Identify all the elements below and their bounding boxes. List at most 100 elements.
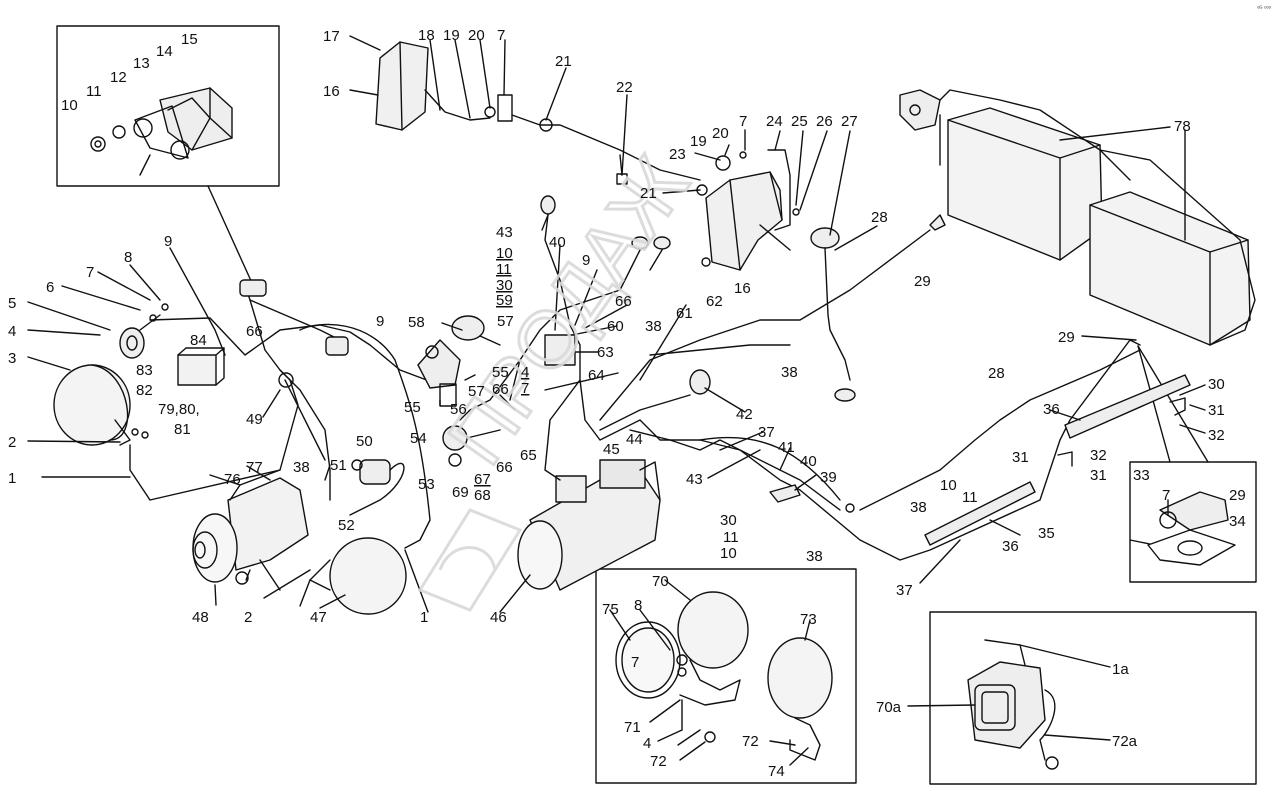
label-9: 9 (376, 313, 384, 330)
label-7: 7 (631, 654, 639, 671)
label-8: 8 (124, 249, 132, 266)
relay-block (177, 347, 225, 386)
connectors-9 (540, 195, 671, 250)
worklight-70 (615, 591, 749, 743)
label-43: 43 (496, 224, 513, 241)
label-21: 21 (555, 53, 572, 70)
label-40: 40 (549, 234, 566, 251)
label-2: 2 (244, 609, 252, 626)
label-57: 57 (468, 383, 485, 400)
label-55: 55 (492, 364, 509, 381)
label-46: 46 (490, 609, 507, 626)
label-9: 9 (582, 252, 590, 269)
label-83: 83 (136, 362, 153, 379)
label-9: 9 (164, 233, 172, 250)
sensor-40-60 (544, 334, 576, 366)
label-44: 44 (626, 431, 643, 448)
label-11: 11 (962, 489, 978, 506)
bracket-24 (767, 149, 791, 231)
label-11: 11 (496, 261, 512, 278)
label-10: 10 (61, 97, 78, 114)
label-20: 20 (712, 125, 729, 142)
label-31: 31 (1208, 402, 1225, 419)
label-10: 10 (940, 477, 957, 494)
battery-2 (1089, 191, 1251, 346)
label-29: 29 (1229, 487, 1246, 504)
relay-45 (555, 475, 587, 503)
label-36: 36 (1002, 538, 1019, 555)
label-56: 56 (450, 401, 467, 418)
label-66: 66 (615, 293, 632, 310)
fuel-sensor (810, 227, 856, 402)
label-7: 7 (521, 380, 529, 397)
label-54: 54 (410, 430, 427, 447)
label-64: 64 (588, 367, 605, 384)
label-7: 7 (1162, 487, 1170, 504)
label-19: 19 (690, 133, 707, 150)
headlight-left (53, 364, 149, 446)
label-4: 4 (8, 323, 16, 340)
label-35: 35 (1038, 525, 1055, 542)
label-57: 57 (497, 313, 514, 330)
label-7: 7 (86, 264, 94, 281)
label-71: 71 (624, 719, 641, 736)
generator (192, 469, 309, 591)
worklight-73 (767, 637, 833, 761)
label-38: 38 (293, 459, 310, 476)
rear-light-16 (696, 171, 791, 271)
starter (517, 459, 661, 591)
label-34: 34 (1229, 513, 1246, 530)
corner-mark: ᵉᴳ ᵒᵒᵒ (1257, 6, 1271, 12)
label-39: 39 (820, 469, 837, 486)
label-7: 7 (739, 113, 747, 130)
label-38: 38 (645, 318, 662, 335)
label-13: 13 (133, 55, 150, 72)
label-58: 58 (408, 314, 425, 331)
label-30: 30 (496, 277, 513, 294)
label-1: 1 (8, 470, 16, 487)
label-15: 15 (181, 31, 198, 48)
label-28: 28 (871, 209, 888, 226)
inset-frame-bracket (1129, 461, 1257, 583)
label-69: 69 (452, 484, 469, 501)
label-84: 84 (190, 332, 207, 349)
label-82: 82 (136, 382, 153, 399)
label-23: 23 (669, 146, 686, 163)
label-61: 61 (676, 305, 693, 322)
label-52: 52 (338, 517, 355, 534)
label-17: 17 (323, 28, 340, 45)
horn (119, 303, 169, 359)
label-26: 26 (816, 113, 833, 130)
label-32: 32 (1090, 447, 1107, 464)
label-48: 48 (192, 609, 209, 626)
label-14: 14 (156, 43, 173, 60)
label-10: 10 (720, 545, 737, 562)
label-66: 66 (246, 323, 263, 340)
headlight-right (299, 537, 407, 615)
label-49: 49 (246, 411, 263, 428)
label-70a: 70a (876, 699, 902, 716)
label-50: 50 (356, 433, 373, 450)
label-4: 4 (643, 735, 651, 752)
rear-light-17 (375, 41, 513, 131)
label-31: 31 (1012, 449, 1029, 466)
label-16: 16 (323, 83, 340, 100)
sensor-50-52 (349, 459, 405, 516)
label-31: 31 (1090, 467, 1107, 484)
label-30: 30 (1208, 376, 1225, 393)
label-41: 41 (778, 439, 795, 456)
label-33: 33 (1133, 467, 1150, 484)
inset-frame-lamp-70a (929, 611, 1257, 785)
label-55: 55 (404, 399, 421, 416)
label-7: 7 (497, 27, 505, 44)
label-43: 43 (686, 471, 703, 488)
label-63: 63 (597, 344, 614, 361)
bracket-inset-drawing (1129, 491, 1236, 566)
label-72: 72 (742, 733, 759, 750)
label-3: 3 (8, 350, 16, 367)
label-20: 20 (468, 27, 485, 44)
label-60: 60 (607, 318, 624, 335)
label-76: 76 (224, 471, 241, 488)
label-37: 37 (896, 582, 913, 599)
label-6: 6 (46, 279, 54, 296)
